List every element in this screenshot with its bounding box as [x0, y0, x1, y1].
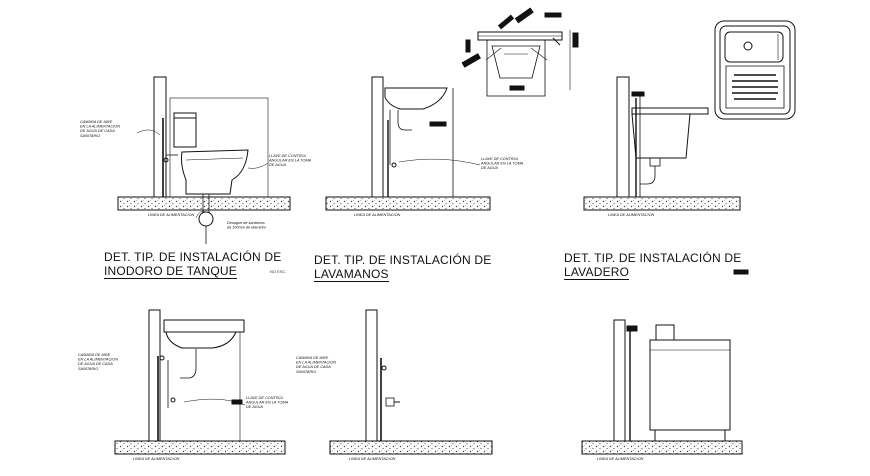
note-line: SANITARIO: [296, 370, 316, 374]
floor-slab: [117, 196, 291, 211]
detail-6: [581, 319, 743, 455]
note-line: LINEA DE ALIMENTACION: [597, 457, 644, 461]
title-line-1: DET. TIP. DE INSTALACIÓN DE: [564, 251, 742, 265]
floor-slab: [581, 440, 743, 455]
note-line: DE AGUA: [481, 166, 498, 170]
note-line: ANGULAR EN LA TOMA: [245, 401, 289, 405]
wall: [613, 319, 626, 442]
plan-view-washbasin: [461, 7, 579, 97]
notes-6: LINEA DE ALIMENTACION: [597, 457, 644, 461]
note-line: de 100mm de diametro: [227, 226, 266, 230]
detail-lavamanos: [325, 76, 491, 211]
note-line: LLAVE DE CONTROL: [481, 157, 519, 161]
washing-machine: [649, 339, 731, 431]
scale-note: NO ESC.: [270, 269, 287, 274]
note-line: ANGULAR EN LA TOMA: [268, 159, 312, 163]
detail-5: [329, 309, 493, 455]
note-line: SANITARIO: [80, 134, 100, 138]
note-line: LINEA DE ALIMENTACION: [148, 213, 195, 217]
note-line: DE AGUA DE CADA: [80, 129, 115, 133]
note-line: DE AGUA: [269, 163, 286, 167]
washbasin: [384, 87, 448, 110]
note-line: SANITARIO: [78, 367, 98, 371]
title-line-2: LAVAMANOS: [314, 267, 389, 282]
note-line: CAMARA DE AIRE: [78, 353, 111, 357]
title-inodoro: DET. TIP. DE INSTALACIÓN DE INODORO DE T…: [104, 250, 281, 279]
note-line: CAMARA DE AIRE: [296, 356, 329, 360]
title-line-1: DET. TIP. DE INSTALACIÓN DE: [314, 253, 492, 267]
plan-view-lavadero: [714, 20, 796, 120]
detail-lavadero: [583, 76, 749, 275]
note-line: LINEA DE ALIMENTACION: [608, 213, 655, 217]
title-lavamanos: DET. TIP. DE INSTALACIÓN DE LAVAMANOS: [314, 253, 491, 282]
title-line-1: DET. TIP. DE INSTALACIÓN DE: [104, 250, 282, 264]
note-line: EN LA ALIMENTACION: [80, 125, 120, 129]
wall: [153, 76, 167, 198]
title-line-2: INODORO DE TANQUE: [104, 264, 237, 279]
floor-slab: [114, 440, 286, 455]
back-panel: [169, 97, 269, 198]
detail-inodoro: [117, 76, 291, 244]
laundry-sink: [631, 113, 691, 159]
toilet-tank: [173, 112, 197, 148]
toilet-bowl: [181, 149, 249, 195]
floor-slab: [325, 196, 491, 211]
title-lavadero: DET. TIP. DE INSTALACIÓN DE LAVADERO: [564, 251, 741, 280]
note-line: LINEA DE ALIMENTACION: [133, 457, 180, 461]
sink-basin: [165, 331, 237, 349]
note-line: DE AGUA DE CADA: [78, 362, 113, 366]
drain-fitting: [198, 211, 214, 227]
title-line-2: LAVADERO: [564, 265, 630, 280]
note-line: LLAVE DE CONTROL: [246, 396, 284, 400]
notes-lavadero: LINEA DE ALIMENTACION: [608, 213, 655, 217]
note-line: LLAVE DE CONTROL: [269, 154, 307, 158]
note-line: EN LA ALIMENTACION: [78, 358, 118, 362]
note-line: DE AGUA: [246, 405, 263, 409]
floor-slab: [583, 196, 741, 211]
note-line: LINEA DE ALIMENTACION: [354, 213, 401, 217]
note-line: CAMARA DE AIRE: [80, 120, 113, 124]
dimension-mark: [429, 121, 447, 127]
note-line: LINEA DE ALIMENTACION: [349, 457, 396, 461]
note-line: EN LA ALIMENTACION: [296, 361, 336, 365]
wall: [371, 76, 384, 198]
floor-slab: [329, 440, 493, 455]
detail-4: [114, 309, 286, 455]
note-line: DE AGUA DE CADA: [296, 365, 331, 369]
wall: [365, 309, 378, 442]
note-line: Desague de sanitarios: [227, 221, 265, 225]
wall: [616, 76, 630, 198]
note-line: ANGULAR EN LA TOMA: [480, 162, 524, 166]
